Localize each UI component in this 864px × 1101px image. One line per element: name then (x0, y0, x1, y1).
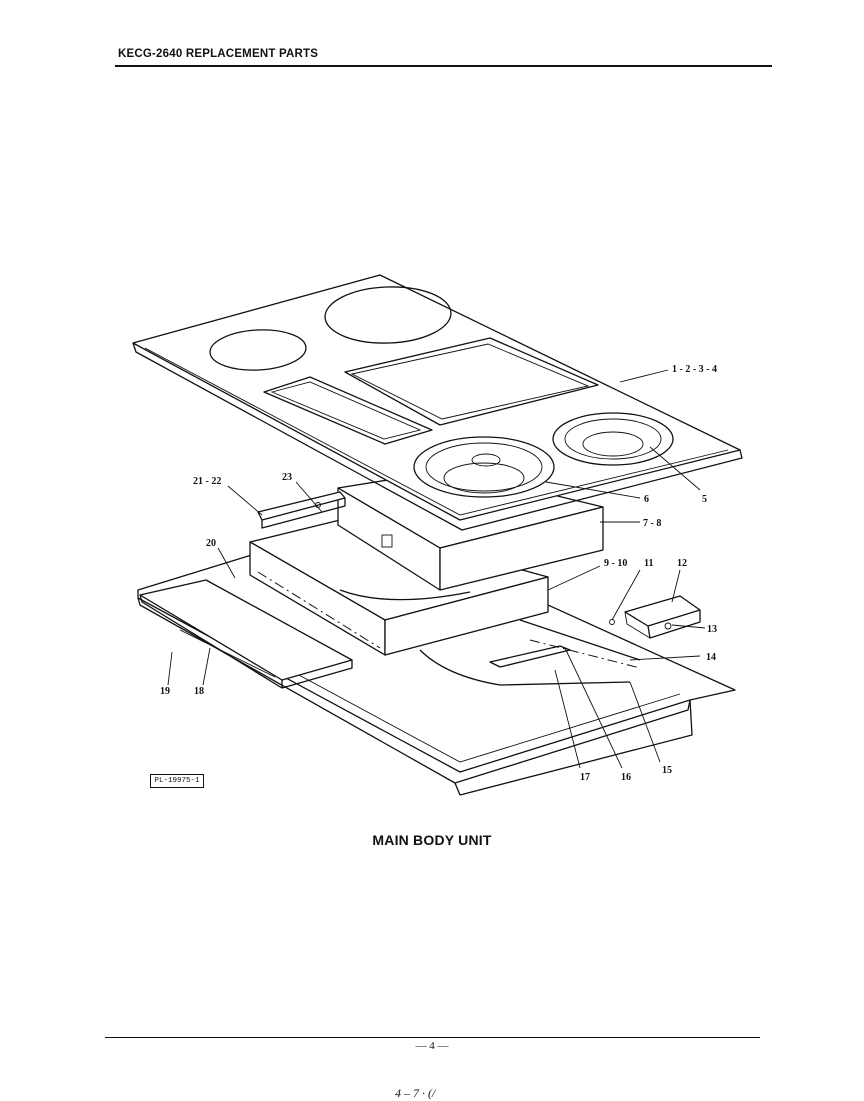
side-rail (139, 579, 353, 689)
callout-23: 23 (282, 472, 292, 483)
callout-labels: 1 - 2 - 3 - 4 5 6 7 - 8 9 - 10 11 12 13 … (160, 364, 717, 783)
callout-11: 11 (644, 558, 653, 569)
callout-18: 18 (194, 686, 204, 697)
control-bracket (609, 595, 701, 639)
callout-1-2-3-4: 1 - 2 - 3 - 4 (672, 364, 717, 375)
callout-20: 20 (206, 538, 216, 549)
leader-lines (167, 369, 706, 769)
cooktop-top (132, 274, 743, 531)
callout-6: 6 (644, 494, 649, 505)
footer-rule (105, 1037, 760, 1038)
page-number: — 4 — (415, 1040, 449, 1052)
callout-14: 14 (706, 652, 716, 663)
header-rule (115, 65, 772, 67)
callout-19: 19 (160, 686, 170, 697)
callout-17: 17 (580, 772, 590, 783)
handwritten-scribble: 4 – 7 · (/ (395, 1086, 436, 1100)
callout-12: 12 (677, 558, 687, 569)
bottom-burner-panel (419, 619, 641, 686)
callout-13: 13 (707, 624, 717, 635)
page-header-title: KECG-2640 REPLACEMENT PARTS (118, 48, 319, 60)
callout-7-8: 7 - 8 (643, 518, 661, 529)
callout-5: 5 (702, 494, 707, 505)
callout-9-10: 9 - 10 (604, 558, 627, 569)
callout-15: 15 (662, 765, 672, 776)
diagram-caption: MAIN BODY UNIT (372, 832, 492, 848)
rear-tray-box (249, 519, 549, 656)
plate-number: PL-19975-1 (150, 774, 204, 788)
callout-16: 16 (621, 772, 631, 783)
callout-21-22: 21 - 22 (193, 476, 221, 487)
